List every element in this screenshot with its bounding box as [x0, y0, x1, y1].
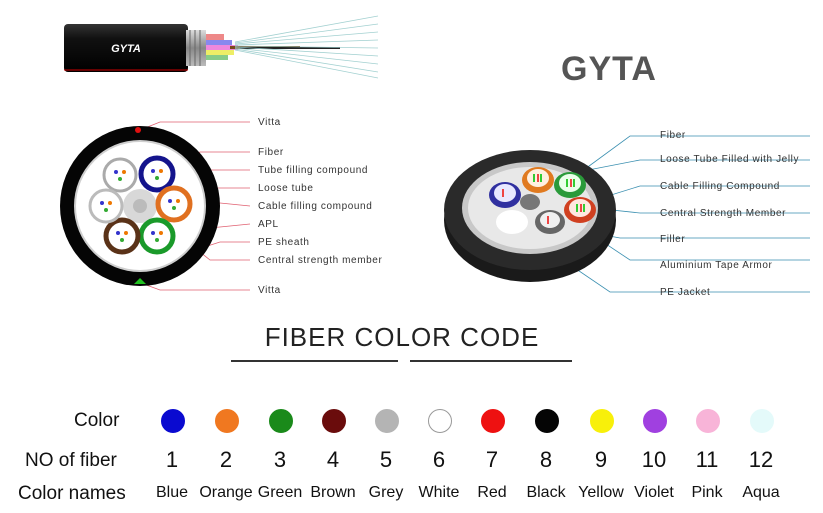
left-label-vitta-bottom: Vitta — [258, 285, 281, 296]
fiber-color-name-white: White — [418, 484, 460, 501]
fiber-swatch-brown — [322, 409, 346, 433]
fiber-number-4: 4 — [326, 447, 340, 472]
fiber-color-name-violet: Violet — [634, 484, 674, 501]
left-label-apl: APL — [258, 219, 279, 230]
fiber-number-1: 1 — [165, 447, 179, 472]
fiber-swatch-violet — [643, 409, 667, 433]
row-label-number: NO of fiber — [25, 450, 117, 471]
fiber-swatch-pink — [696, 409, 720, 433]
fiber-color-name-aqua: Aqua — [742, 484, 780, 501]
fiber-number-10: 10 — [641, 447, 667, 472]
fiber-color-name-black: Black — [526, 484, 566, 501]
fiber-number-7: 7 — [485, 447, 499, 472]
fiber-number-9: 9 — [594, 447, 608, 472]
row-label-names: Color names — [18, 483, 126, 504]
fiber-color-name-pink: Pink — [691, 484, 723, 501]
cable-label: GYTA — [111, 43, 141, 55]
fiber-color-name-brown: Brown — [310, 484, 356, 501]
fiber-color-code-title: FIBER COLOR CODE — [264, 322, 540, 352]
fiber-number-6: 6 — [432, 447, 446, 472]
fiber-swatch-white — [428, 409, 452, 433]
left-label-cable-filling: Cable filling compound — [258, 201, 373, 212]
right-label-cable-filling: Cable Filling Compound — [660, 181, 780, 192]
fiber-number-2: 2 — [219, 447, 233, 472]
fiber-swatch-orange — [215, 409, 239, 433]
fiber-number-5: 5 — [379, 447, 393, 472]
fiber-number-8: 8 — [539, 447, 553, 472]
right-label-central-strength: Central Strength Member — [660, 208, 787, 219]
fiber-swatch-black — [535, 409, 559, 433]
fiber-color-name-grey: Grey — [368, 484, 404, 501]
fiber-swatch-blue — [161, 409, 185, 433]
right-label-pe-jacket: PE Jacket — [660, 287, 711, 298]
title: GYTA — [561, 50, 657, 88]
fiber-color-name-red: Red — [477, 484, 507, 501]
right-cross-section — [444, 135, 810, 293]
left-label-tube-filling: Tube filling compound — [258, 165, 369, 176]
title-underline-right — [410, 360, 572, 362]
right-label-filler: Filler — [660, 234, 686, 245]
fiber-swatch-aqua — [750, 409, 774, 433]
fiber-number-3: 3 — [273, 447, 287, 472]
fiber-swatch-red — [481, 409, 505, 433]
left-label-loose-tube: Loose tube — [258, 183, 314, 194]
left-label-central-strength: Central strength member — [258, 255, 383, 266]
fiber-color-name-green: Green — [257, 484, 303, 501]
title-underline-left — [231, 360, 398, 362]
left-label-fiber: Fiber — [258, 147, 284, 158]
fiber-color-name-orange: Orange — [199, 484, 253, 501]
fiber-swatch-yellow — [590, 409, 614, 433]
right-label-aluminium-tape: Aluminium Tape Armor — [660, 260, 773, 271]
fiber-swatch-green — [269, 409, 293, 433]
fiber-color-name-yellow: Yellow — [578, 484, 624, 501]
left-cross-section — [60, 121, 251, 291]
left-label-vitta-top: Vitta — [258, 117, 281, 128]
cable-side-view: GYTA — [64, 15, 379, 79]
right-label-loose-tube: Loose Tube Filled with Jelly — [660, 154, 800, 165]
fiber-number-12: 12 — [748, 447, 774, 472]
fiber-swatch-grey — [375, 409, 399, 433]
fiber-number-11: 11 — [695, 447, 719, 472]
row-label-color: Color — [74, 410, 120, 431]
left-label-pe-sheath: PE sheath — [258, 237, 310, 248]
right-label-fiber: Fiber — [660, 130, 686, 141]
fiber-color-name-blue: Blue — [155, 484, 189, 501]
